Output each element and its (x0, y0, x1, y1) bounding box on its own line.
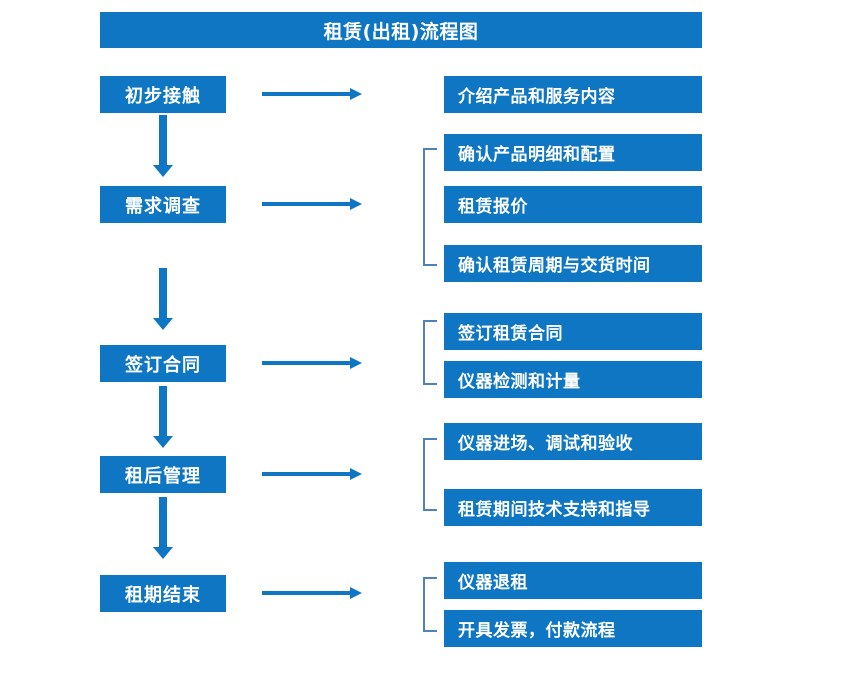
right-arrow-icon (262, 88, 362, 100)
group-bracket-icon (423, 438, 437, 511)
detail-box-3-2[interactable]: 仪器检测和计量 (444, 361, 702, 398)
right-arrow-icon (262, 198, 362, 210)
group-bracket-icon (423, 577, 437, 632)
stage-box-4[interactable]: 租后管理 (100, 456, 226, 493)
stage-box-2[interactable]: 需求调查 (100, 186, 226, 223)
detail-box-5-2[interactable]: 开具发票，付款流程 (444, 610, 702, 647)
stage-box-3[interactable]: 签订合同 (100, 345, 226, 382)
group-bracket-icon (423, 320, 437, 385)
detail-box-1-1[interactable]: 介绍产品和服务内容 (444, 76, 702, 113)
detail-box-4-1[interactable]: 仪器进场、调试和验收 (444, 423, 702, 460)
detail-box-5-1[interactable]: 仪器退租 (444, 562, 702, 599)
detail-box-3-1[interactable]: 签订租赁合同 (444, 313, 702, 350)
detail-box-2-2[interactable]: 租赁报价 (444, 186, 702, 223)
down-arrow-icon (153, 497, 173, 559)
right-arrow-icon (262, 587, 362, 599)
down-arrow-icon (153, 268, 173, 330)
page-title: 租赁(出租)流程图 (100, 12, 702, 48)
stage-box-5[interactable]: 租期结束 (100, 575, 226, 612)
down-arrow-icon (153, 386, 173, 448)
right-arrow-icon (262, 357, 362, 369)
down-arrow-icon (153, 115, 173, 177)
detail-box-2-3[interactable]: 确认租赁周期与交货时间 (444, 245, 702, 282)
detail-box-2-1[interactable]: 确认产品明细和配置 (444, 134, 702, 171)
group-bracket-icon (423, 148, 437, 266)
stage-box-1[interactable]: 初步接触 (100, 76, 226, 113)
detail-box-4-2[interactable]: 租赁期间技术支持和指导 (444, 489, 702, 526)
right-arrow-icon (262, 468, 362, 480)
